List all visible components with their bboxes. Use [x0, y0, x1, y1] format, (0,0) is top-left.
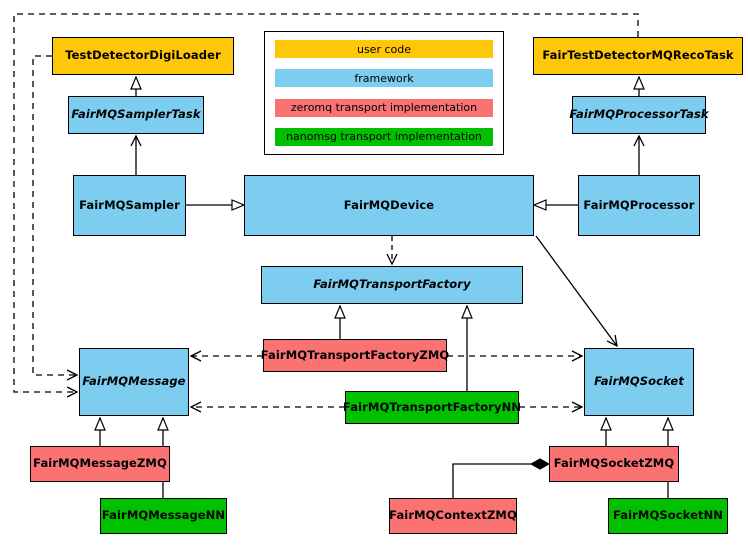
node-fairmqtransportfactorynn[interactable]: FairMQTransportFactoryNN	[342, 391, 522, 424]
legend-label: zeromq transport implementation	[290, 101, 478, 115]
node-fairmqmessagezmq[interactable]: FairMQMessageZMQ	[30, 446, 170, 482]
node-fairmqmessagenn[interactable]: FairMQMessageNN	[100, 498, 227, 534]
edge-contextzmq-to-socketzmq	[452, 464, 549, 498]
node-label: FairMQMessage	[82, 374, 186, 389]
node-label: FairMQSocketNN	[612, 508, 724, 523]
node-label: FairMQSampler	[79, 197, 180, 212]
node-label: TestDetectorDigiLoader	[65, 48, 221, 63]
node-testdetectordigiloader[interactable]: TestDetectorDigiLoader	[52, 37, 234, 75]
node-label: FairMQProcessor	[583, 197, 695, 212]
legend-panel: user code framework zeromq transport imp…	[264, 31, 504, 155]
node-fairmqtransportfactory[interactable]: FairMQTransportFactory	[261, 266, 523, 304]
node-label: FairMQDevice	[343, 197, 435, 212]
node-fairmqsocketzmq[interactable]: FairMQSocketZMQ	[549, 446, 679, 482]
node-fairmqtransportfactoryzmq[interactable]: FairMQTransportFactoryZMQ	[260, 339, 450, 372]
node-label: FairTestDetectorMQRecoTask	[542, 48, 734, 63]
legend-item-user-code: user code	[275, 40, 493, 58]
node-fairmqsamplertask[interactable]: FairMQSamplerTask	[68, 96, 204, 134]
node-fairmqsocket[interactable]: FairMQSocket	[584, 348, 694, 416]
node-label: FairMQSocketZMQ	[553, 456, 675, 471]
node-fairmqsampler[interactable]: FairMQSampler	[73, 175, 186, 236]
node-label: FairMQTransportFactory	[313, 277, 471, 292]
legend-label: framework	[354, 71, 414, 85]
node-label: FairMQTransportFactoryNN	[342, 399, 522, 414]
node-label: FairMQTransportFactoryZMQ	[260, 347, 450, 362]
node-label: FairMQProcessorTask	[569, 107, 709, 122]
legend-label: user code	[356, 42, 412, 56]
node-label: FairMQSocket	[594, 374, 684, 389]
node-label: FairMQContextZMQ	[389, 508, 517, 523]
node-fairmqsocketnn[interactable]: FairMQSocketNN	[608, 498, 728, 534]
node-fairtestdetectormqrecotask[interactable]: FairTestDetectorMQRecoTask	[533, 37, 743, 75]
node-label: FairMQSamplerTask	[71, 107, 201, 122]
node-fairmqmessage[interactable]: FairMQMessage	[79, 348, 189, 416]
legend-item-framework: framework	[275, 69, 493, 88]
legend-item-zeromq: zeromq transport implementation	[275, 98, 493, 117]
node-fairmqdevice[interactable]: FairMQDevice	[244, 175, 534, 236]
legend-label: nanomsg transport implementation	[286, 130, 482, 144]
legend-item-nanomsg: nanomsg transport implementation	[275, 127, 493, 146]
node-label: FairMQMessageNN	[101, 508, 226, 523]
node-fairmqprocessortask[interactable]: FairMQProcessorTask	[569, 96, 709, 134]
node-label: FairMQMessageZMQ	[33, 456, 167, 471]
node-fairmqprocessor[interactable]: FairMQProcessor	[578, 175, 700, 236]
edge-device-to-socket	[535, 235, 617, 346]
node-fairmqcontextzmq[interactable]: FairMQContextZMQ	[389, 498, 517, 534]
